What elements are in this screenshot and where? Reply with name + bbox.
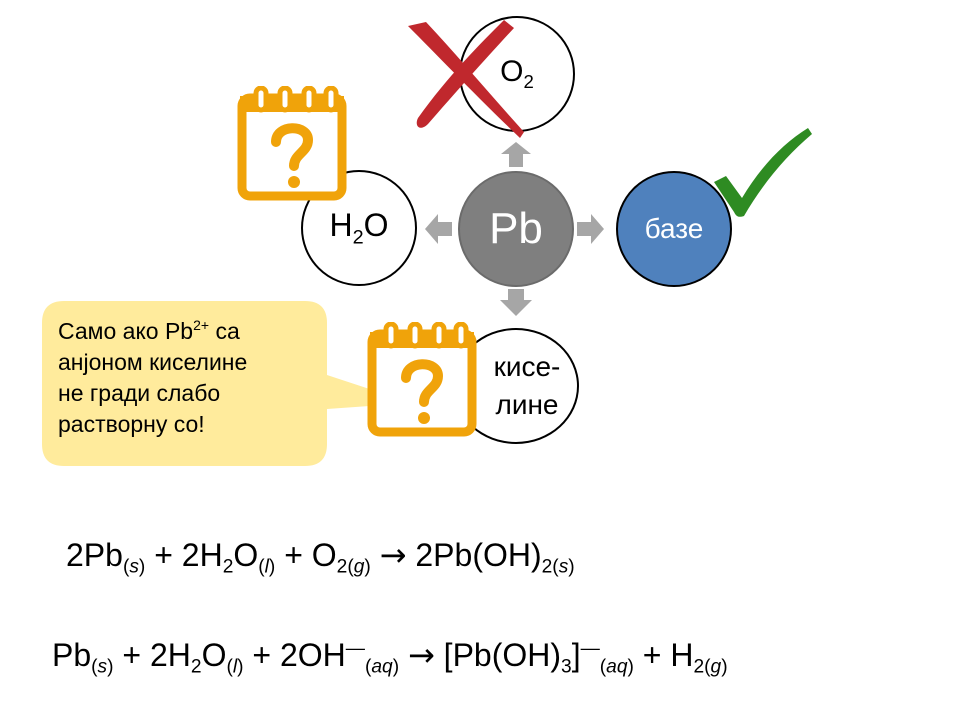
node-acids-label: кисе- лине <box>494 348 561 424</box>
arrow-down <box>500 289 532 316</box>
callout-line-2: анјоном киселине <box>58 349 248 375</box>
reaction-arrow: → <box>379 536 407 574</box>
node-bases: базе <box>616 171 732 287</box>
question-note-icon <box>237 86 347 201</box>
arrow-left <box>425 214 452 244</box>
cross-mark-icon <box>408 20 524 138</box>
question-note-icon <box>367 322 477 437</box>
callout-line-3: не гради слабо <box>58 380 221 406</box>
reaction-arrow: → <box>407 636 435 674</box>
node-lead-center: Pb <box>458 171 574 287</box>
arrow-right <box>577 214 604 244</box>
node-water: H2O <box>301 170 417 286</box>
node-acids-line2: лине <box>495 389 559 420</box>
node-acids-line1: кисе- <box>493 351 561 382</box>
callout-line-4: растворну со! <box>58 411 205 437</box>
callout-line-1: Само ако Pb2+ са <box>58 317 240 344</box>
arrow-up <box>501 142 531 167</box>
callout-text: Само ако Pb2+ са анјоном киселине не гра… <box>58 310 322 440</box>
node-water-label: H2O <box>329 206 389 249</box>
equation-1: 2Pb(s) + 2H2O(l) + O2(g) → 2Pb(OH)2(s) <box>66 536 575 578</box>
center-label: Pb <box>489 204 543 253</box>
node-bases-label: базе <box>644 213 704 244</box>
node-oxygen-label: O2 <box>500 55 534 92</box>
check-mark-icon <box>714 128 812 217</box>
equation-2: Pb(s) + 2H2O(l) + 2OH—(aq) → [Pb(OH)3]—(… <box>52 636 728 678</box>
node-oxygen: O2 <box>459 16 575 132</box>
